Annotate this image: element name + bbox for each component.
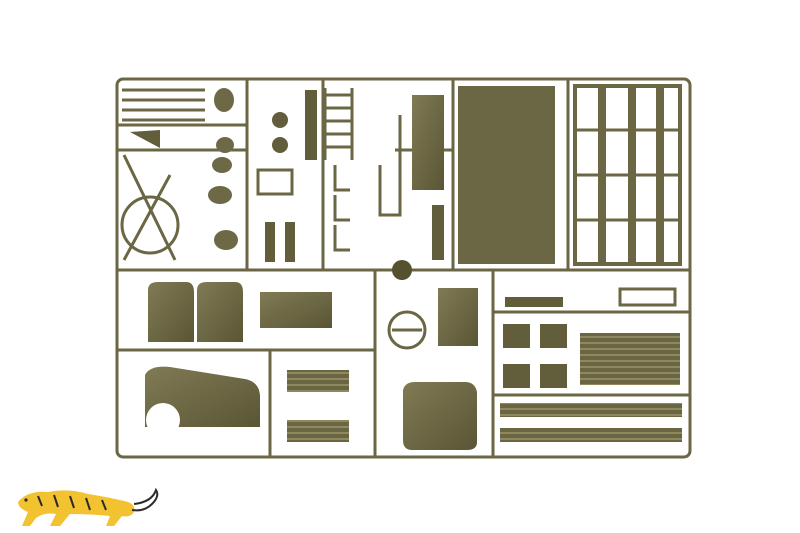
seat-panel-part (260, 292, 332, 328)
fuel-tank-part (438, 288, 478, 346)
wheel-ring-part (387, 310, 427, 350)
rod-parts (122, 88, 205, 122)
side-rail-part (412, 95, 444, 190)
small-figure-parts (208, 88, 238, 250)
ladder-part (323, 88, 354, 160)
square-panel-parts (503, 324, 567, 388)
fender-part-2 (287, 420, 349, 442)
slat-parts (500, 403, 682, 442)
bracket-parts (333, 115, 402, 252)
seat-shell-part (403, 382, 477, 450)
floor-panel-part (458, 86, 555, 264)
ring-part (120, 195, 180, 255)
bumper-part (505, 297, 563, 307)
cargo-frame-part (573, 84, 682, 266)
tiger-icon (18, 487, 159, 526)
door-parts (148, 282, 243, 342)
hood-opening (146, 403, 180, 437)
knob-part (392, 260, 412, 280)
frame-strut-part (122, 154, 177, 261)
grille-part (580, 333, 680, 385)
fender-part (287, 370, 349, 392)
triangle-part (130, 130, 160, 148)
mechanical-parts (256, 90, 317, 262)
small-bracket-part (432, 205, 444, 260)
windshield-frame-part (618, 287, 677, 307)
